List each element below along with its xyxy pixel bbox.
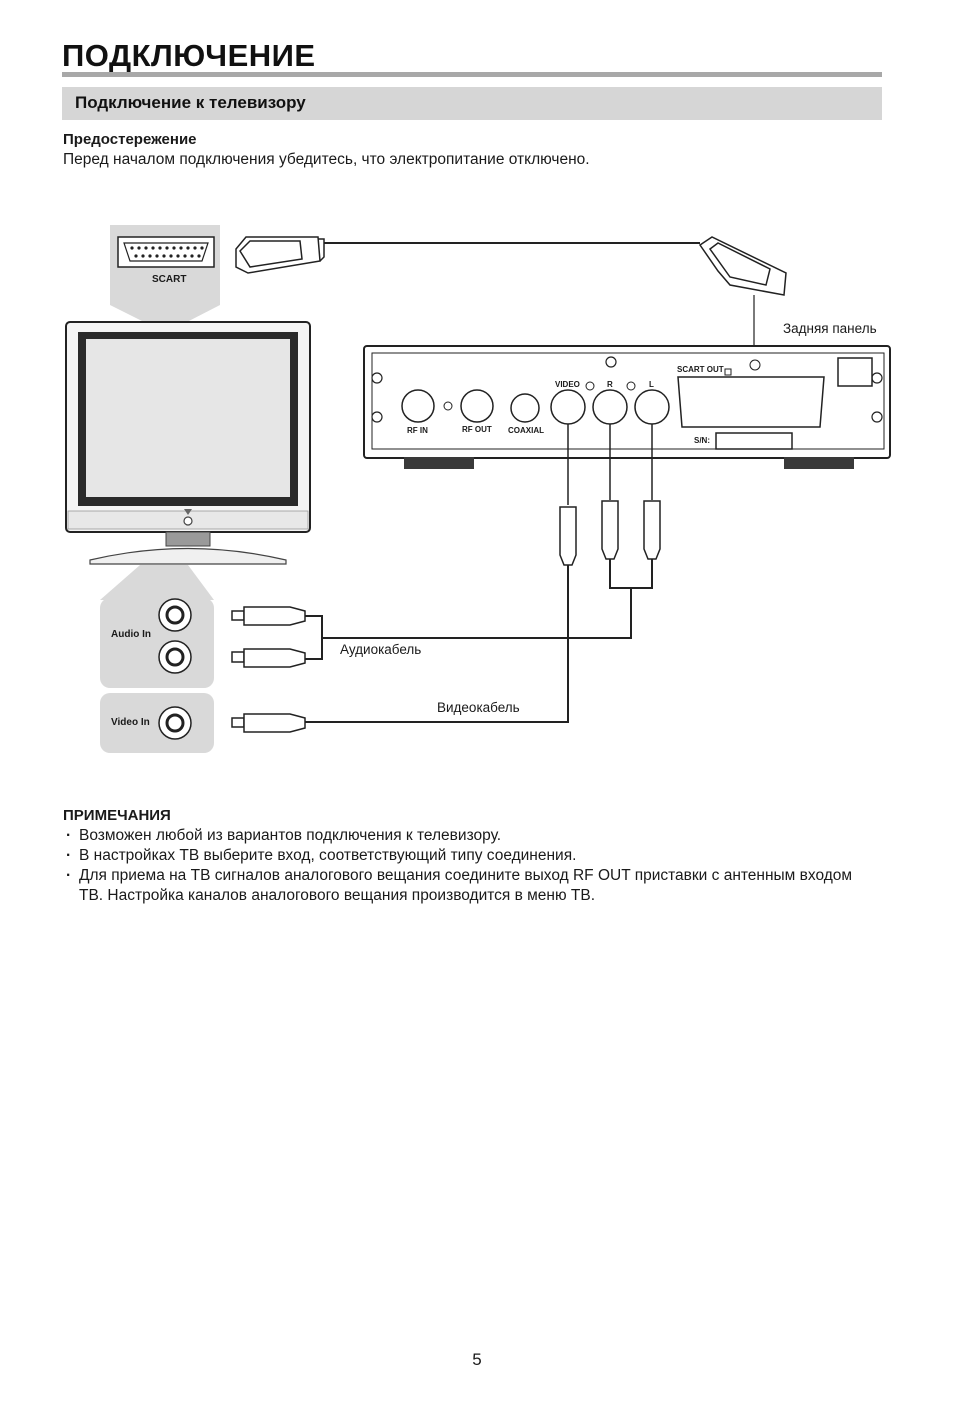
note-item: Возможен любой из вариантов подключения … — [63, 826, 863, 846]
scart-plug-right — [698, 236, 787, 296]
rear-panel-label: Задняя панель — [783, 321, 877, 336]
receiver-rear-panel — [363, 345, 891, 469]
connection-diagram-graphic — [65, 225, 891, 753]
rca-plugs-receiver — [559, 424, 661, 566]
section-title: Подключение к телевизору — [75, 93, 306, 112]
port-scart-out-label: SCART OUT — [677, 365, 724, 374]
tv-illustration — [65, 321, 311, 565]
serial-number-label: S/N: — [694, 436, 710, 445]
tv-input-callout — [100, 565, 214, 753]
rca-plugs-tv — [231, 606, 306, 733]
audio-cable-label: Аудиокабель — [340, 642, 422, 657]
notes-list: Возможен любой из вариантов подключения … — [63, 826, 863, 906]
tv-audio-in-label: Audio In — [111, 629, 151, 640]
connection-diagram: SCART Задняя панель Аудиокабель Видеокаб… — [0, 215, 954, 775]
note-item: В настройках ТВ выберите вход, соответст… — [63, 846, 863, 866]
video-cable-label: Видеокабель — [437, 700, 520, 715]
port-l-label: L — [649, 380, 654, 389]
scart-label: SCART — [152, 274, 187, 285]
port-r-label: R — [607, 380, 613, 389]
section-header: Подключение к телевизору — [62, 87, 882, 120]
port-rf-out-label: RF OUT — [462, 425, 492, 434]
port-video-label: VIDEO — [555, 380, 580, 389]
tv-video-in-label: Video In — [111, 717, 150, 728]
notes-heading: ПРИМЕЧАНИЯ — [63, 807, 171, 824]
port-coaxial-label: COAXIAL — [508, 426, 544, 435]
scart-plug-left — [235, 236, 325, 274]
port-rf-in-label: RF IN — [407, 426, 428, 435]
caution-text: Перед началом подключения убедитесь, что… — [63, 151, 590, 168]
caution-heading: Предостережение — [63, 131, 197, 148]
page-title: ПОДКЛЮЧЕНИЕ — [62, 38, 316, 73]
page-number: 5 — [472, 1350, 482, 1369]
tv-scart-callout — [110, 225, 220, 323]
cable-runs — [305, 559, 653, 723]
note-item: Для приема на ТВ сигналов аналогового ве… — [63, 866, 863, 906]
title-rule — [62, 72, 882, 77]
